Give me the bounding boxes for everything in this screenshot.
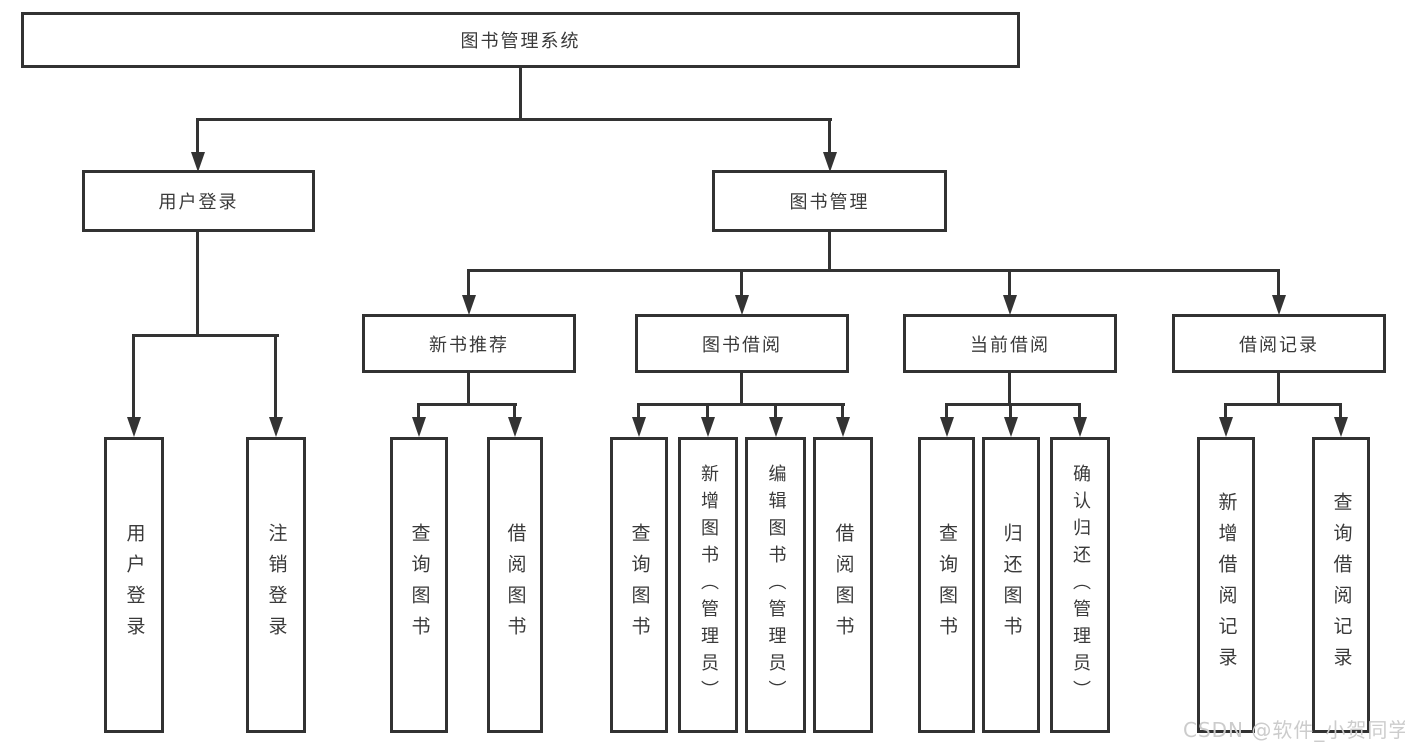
node-new-book-recommend-label: 新书推荐 bbox=[429, 334, 509, 356]
connector-line bbox=[637, 403, 640, 421]
connector-line bbox=[467, 269, 470, 298]
node-book-management: 图书管理 bbox=[712, 170, 947, 232]
arrow-down-icon bbox=[632, 417, 646, 437]
arrow-down-icon bbox=[769, 417, 783, 437]
leaf-query-borrow-record-label: 查询借阅记录 bbox=[1330, 492, 1353, 678]
node-book-borrowing: 图书借阅 bbox=[635, 314, 849, 373]
leaf-user-login: 用户登录 bbox=[104, 437, 164, 733]
connector-line bbox=[740, 269, 743, 298]
connector-line bbox=[945, 403, 948, 421]
leaf-edit-books-admin: 编辑图书（管理员） bbox=[745, 437, 806, 733]
connector-line bbox=[828, 230, 831, 272]
connector-line bbox=[197, 118, 832, 121]
connector-line bbox=[1009, 403, 1012, 421]
node-borrowing-records: 借阅记录 bbox=[1172, 314, 1386, 373]
node-borrowing-records-label: 借阅记录 bbox=[1239, 334, 1319, 356]
node-library-system: 图书管理系统 bbox=[21, 12, 1020, 68]
connector-line bbox=[1008, 371, 1011, 406]
leaf-query-books-2: 查询图书 bbox=[610, 437, 668, 733]
leaf-add-borrow-record: 新增借阅记录 bbox=[1197, 437, 1255, 733]
node-current-borrowing: 当前借阅 bbox=[903, 314, 1117, 373]
arrow-down-icon bbox=[1004, 417, 1018, 437]
connector-line bbox=[1008, 269, 1011, 298]
connector-line bbox=[1277, 269, 1280, 298]
node-book-management-label: 图书管理 bbox=[789, 192, 870, 213]
arrow-down-icon bbox=[1334, 417, 1348, 437]
connector-line bbox=[468, 269, 1280, 272]
connector-line bbox=[1078, 403, 1081, 421]
connector-line bbox=[519, 68, 522, 121]
leaf-add-borrow-record-label: 新增借阅记录 bbox=[1215, 492, 1238, 678]
connector-line bbox=[1225, 403, 1342, 406]
connector-line bbox=[828, 118, 831, 156]
connector-line bbox=[774, 403, 777, 421]
connector-line bbox=[1339, 403, 1342, 421]
leaf-return-books: 归还图书 bbox=[982, 437, 1040, 733]
leaf-borrow-books-1: 借阅图书 bbox=[487, 437, 543, 733]
connector-line bbox=[467, 371, 470, 406]
arrow-down-icon bbox=[1073, 417, 1087, 437]
leaf-logout: 注销登录 bbox=[246, 437, 306, 733]
connector-line bbox=[196, 230, 199, 336]
leaf-borrow-books-1-label: 借阅图书 bbox=[504, 523, 527, 647]
leaf-query-books-2-label: 查询图书 bbox=[628, 523, 651, 647]
node-library-system-label: 图书管理系统 bbox=[460, 31, 581, 52]
arrow-down-icon bbox=[508, 417, 522, 437]
node-user-login: 用户登录 bbox=[82, 170, 315, 232]
leaf-query-books-1-label: 查询图书 bbox=[408, 523, 431, 647]
connector-line bbox=[133, 334, 279, 337]
leaf-query-books-3: 查询图书 bbox=[918, 437, 975, 733]
arrow-down-icon bbox=[940, 417, 954, 437]
leaf-logout-label: 注销登录 bbox=[265, 523, 288, 647]
arrow-down-icon bbox=[462, 295, 476, 315]
arrow-down-icon bbox=[412, 417, 426, 437]
node-book-borrowing-label: 图书借阅 bbox=[702, 334, 782, 356]
connector-line bbox=[1224, 403, 1227, 421]
connector-line bbox=[274, 334, 277, 420]
connector-line bbox=[196, 118, 199, 156]
connector-line bbox=[1277, 371, 1280, 406]
arrow-down-icon bbox=[269, 417, 283, 437]
leaf-query-books-3-label: 查询图书 bbox=[936, 523, 958, 647]
node-user-login-label: 用户登录 bbox=[158, 192, 239, 213]
connector-line bbox=[513, 403, 516, 421]
connector-line bbox=[740, 371, 743, 406]
connector-line bbox=[841, 403, 844, 421]
leaf-confirm-return-admin: 确认归还（管理员） bbox=[1050, 437, 1110, 733]
arrow-down-icon bbox=[701, 417, 715, 437]
arrow-down-icon bbox=[127, 417, 141, 437]
leaf-confirm-return-admin-label: 确认归还（管理员） bbox=[1070, 463, 1091, 707]
connector-line bbox=[945, 403, 1081, 406]
node-new-book-recommend: 新书推荐 bbox=[362, 314, 576, 373]
connector-line bbox=[132, 334, 135, 420]
leaf-borrow-books-2: 借阅图书 bbox=[813, 437, 873, 733]
arrow-down-icon bbox=[1219, 417, 1233, 437]
leaf-add-books-admin: 新增图书（管理员） bbox=[678, 437, 738, 733]
leaf-edit-books-admin-label: 编辑图书（管理员） bbox=[765, 463, 787, 707]
connector-line bbox=[418, 403, 517, 406]
leaf-add-books-admin-label: 新增图书（管理员） bbox=[698, 463, 719, 707]
leaf-borrow-books-2-label: 借阅图书 bbox=[832, 523, 855, 647]
arrow-down-icon bbox=[1003, 295, 1017, 315]
arrow-down-icon bbox=[823, 152, 837, 172]
node-current-borrowing-label: 当前借阅 bbox=[970, 334, 1050, 356]
csdn-watermark: CSDN @软件_小贺同学 bbox=[1183, 718, 1405, 742]
connector-line bbox=[417, 403, 420, 421]
leaf-return-books-label: 归还图书 bbox=[1000, 523, 1023, 647]
leaf-query-books-1: 查询图书 bbox=[390, 437, 448, 733]
leaf-user-login-label: 用户登录 bbox=[123, 523, 146, 647]
connector-line bbox=[706, 403, 709, 421]
connector-line bbox=[638, 403, 845, 406]
arrow-down-icon bbox=[1272, 295, 1286, 315]
arrow-down-icon bbox=[191, 152, 205, 172]
leaf-query-borrow-record: 查询借阅记录 bbox=[1312, 437, 1370, 733]
arrow-down-icon bbox=[735, 295, 749, 315]
arrow-down-icon bbox=[836, 417, 850, 437]
